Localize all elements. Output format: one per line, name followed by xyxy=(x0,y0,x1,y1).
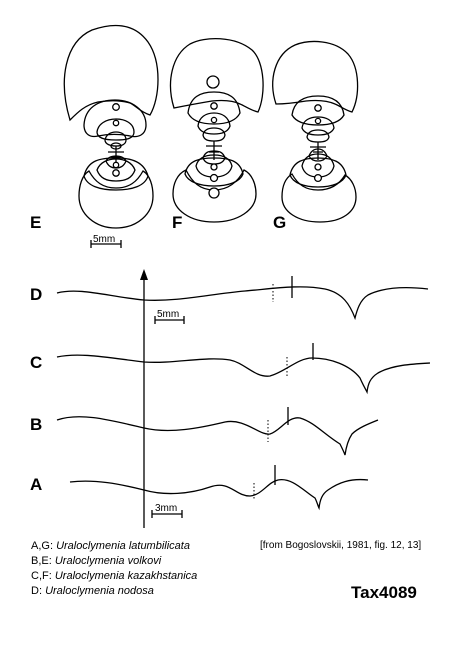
legend-species-name: Uraloclymenia volkovi xyxy=(54,555,162,567)
label-d: D xyxy=(30,285,42,304)
cross-section-e xyxy=(63,24,159,229)
legend-row: C,F: Uraloclymenia kazakhstanica xyxy=(31,569,197,584)
suture-line-b xyxy=(56,416,379,456)
legend-prefix: C,F: xyxy=(31,570,52,582)
cross-section-g xyxy=(272,40,359,223)
legend-species-name: Uraloclymenia nodosa xyxy=(45,585,154,597)
whorl-scale-label: 5mm xyxy=(93,234,115,245)
suture-scale-label-bottom: 3mm xyxy=(155,503,177,514)
legend-prefix: D: xyxy=(31,585,42,597)
suture-line-d xyxy=(56,286,429,321)
legend-row: A,G: Uraloclymenia latumbilicata xyxy=(31,539,197,554)
suture-scale-bar-bottom xyxy=(151,510,183,518)
taxon-id: Tax4089 xyxy=(351,583,417,602)
label-g: G xyxy=(273,213,286,232)
suture-scale-label-top: 5mm xyxy=(157,309,179,320)
legend-row: B,E: Uraloclymenia volkovi xyxy=(31,554,197,569)
legend-prefix: A,G: xyxy=(31,540,54,552)
cross-section-f xyxy=(169,37,264,223)
label-e: E xyxy=(30,213,41,232)
legend-prefix: B,E: xyxy=(31,555,52,567)
label-f: F xyxy=(172,213,182,232)
legend-species-name: Uraloclymenia latumbilicata xyxy=(56,540,190,552)
label-a: A xyxy=(30,475,42,494)
label-c: C xyxy=(30,353,42,372)
legend-row: D: Uraloclymenia nodosa xyxy=(31,584,197,599)
center-axis-arrowhead xyxy=(140,269,148,280)
whorl-scale-bar xyxy=(90,240,122,248)
source-citation: [from Bogoslovskii, 1981, fig. 12, 13] xyxy=(260,540,422,551)
legend-species-name: Uraloclymenia kazakhstanica xyxy=(54,570,198,582)
species-legend: A,G: Uraloclymenia latumbilicata B,E: Ur… xyxy=(31,539,197,599)
label-b: B xyxy=(30,415,42,434)
suture-line-c xyxy=(56,354,431,395)
suture-scale-bar-top xyxy=(154,316,185,324)
suture-line-a xyxy=(69,478,369,511)
